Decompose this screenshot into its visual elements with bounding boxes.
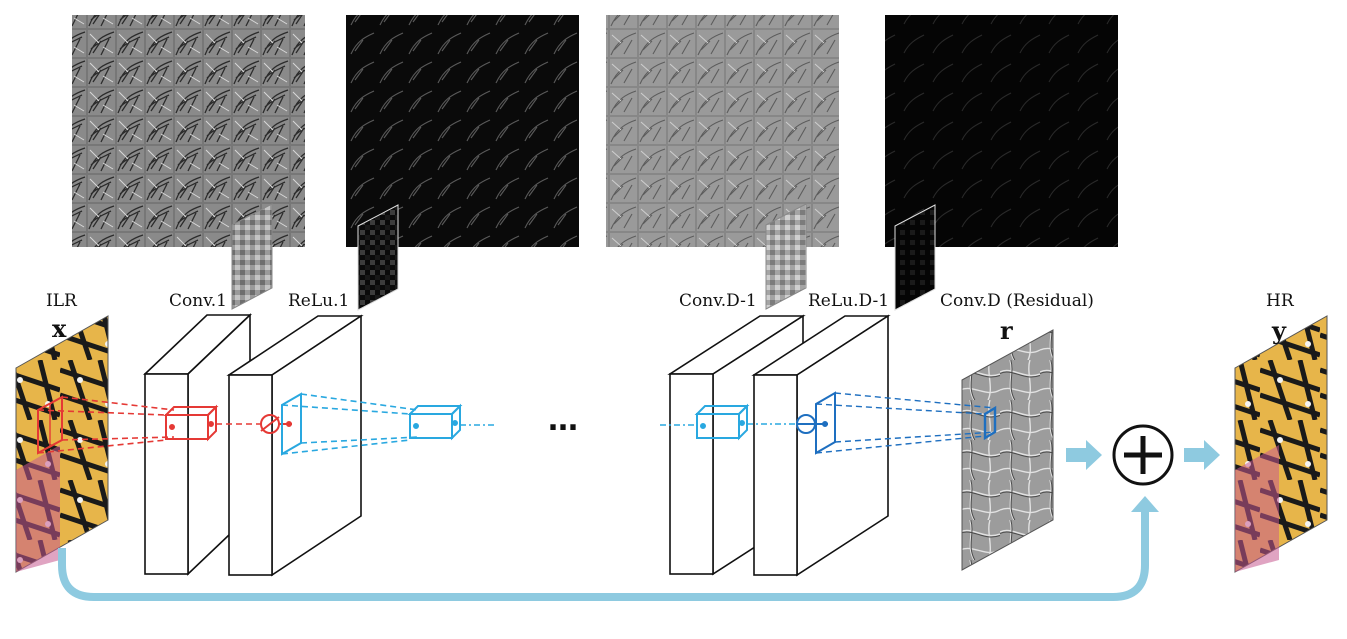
feature-map-relud1 <box>885 15 1118 247</box>
relu-node-icon <box>260 414 292 434</box>
convd1-kernel-icon <box>694 403 750 441</box>
circled-plus-icon <box>1112 424 1174 486</box>
input-var-label: x <box>52 314 67 343</box>
skip-connection <box>58 510 1149 601</box>
output-image <box>1234 315 1328 573</box>
sum-to-output-arrow <box>1184 440 1220 470</box>
residual-var-label: r <box>1000 316 1013 345</box>
input-image <box>15 315 109 573</box>
conv1-connections <box>37 396 175 454</box>
thumbnail-relud1 <box>894 204 936 311</box>
thumbnail-conv1 <box>231 203 273 310</box>
convd-output-plane <box>983 405 997 441</box>
residual-to-sum-arrow <box>1066 440 1102 470</box>
relud1-label: ReLu.D-1 <box>808 291 890 311</box>
convd-label: Conv.D (Residual) <box>940 291 1094 311</box>
skip-connection-arrowhead <box>1131 496 1159 512</box>
layer-relu1 <box>226 314 364 577</box>
layer-relud1 <box>751 314 891 577</box>
output-var-label: y <box>1272 316 1286 345</box>
convd1-label: Conv.D-1 <box>679 291 757 311</box>
conv1-label: Conv.1 <box>169 291 227 311</box>
feature-map-relu1 <box>346 15 579 247</box>
ellipsis-label: … <box>548 403 580 438</box>
thumbnail-relu1 <box>357 204 399 311</box>
conv2-kernel-icon <box>407 403 463 441</box>
relud1-to-convd-connections <box>815 392 996 454</box>
thumbnail-convd1 <box>765 203 807 310</box>
conv1-kernel-icon <box>163 404 219 442</box>
output-name-label: HR <box>1266 291 1294 311</box>
residual-image <box>961 329 1054 571</box>
input-name-label: ILR <box>46 291 77 311</box>
relu1-label: ReLu.1 <box>288 291 350 311</box>
relu1-to-conv2-connections <box>281 393 419 455</box>
